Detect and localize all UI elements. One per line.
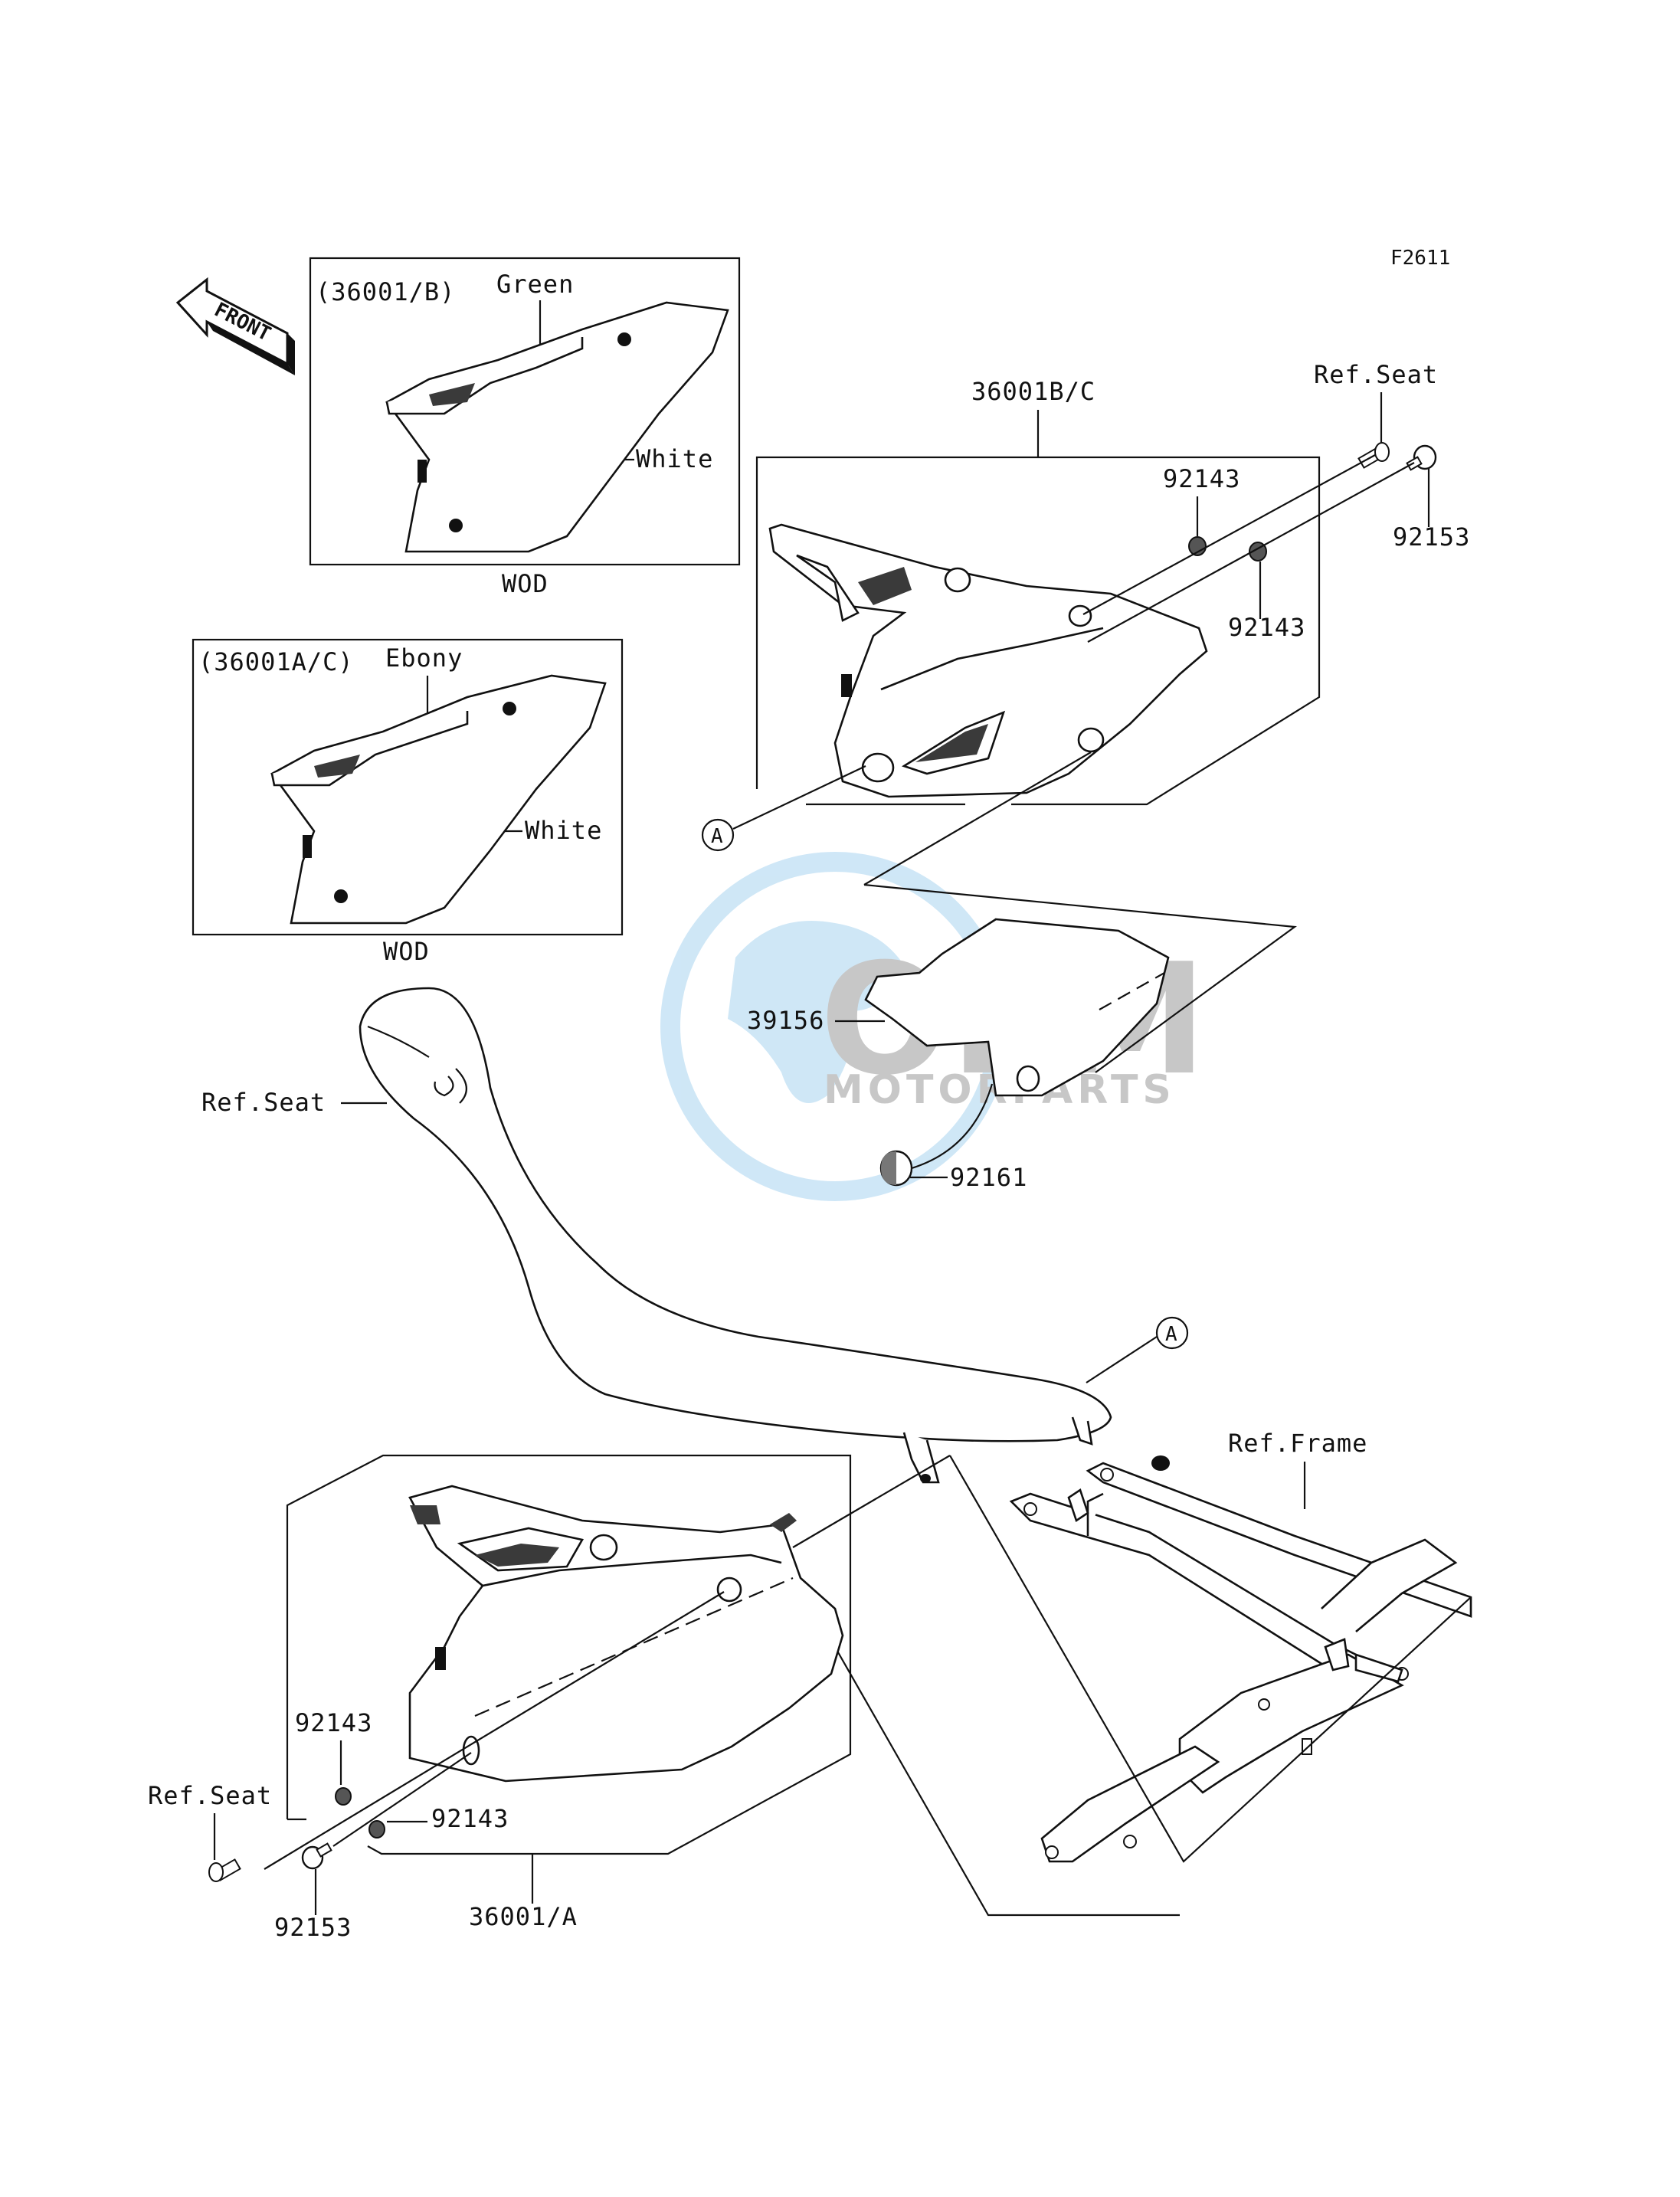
callout-ref-seat-mid: Ref.Seat	[201, 1088, 326, 1117]
callout-39156: 39156	[747, 1006, 824, 1035]
side-cover-bc-illustration	[768, 523, 1208, 798]
assembly-a-group: 92143 92143 Ref.Seat 92153 36001/A	[148, 1454, 1472, 1942]
assembly-bc-group: 36001B/C Re	[701, 360, 1470, 852]
callout-92143-d: 92143	[431, 1804, 509, 1833]
callout-ref-a-1: A	[711, 825, 723, 848]
screw-icon-bottom	[208, 1858, 241, 1882]
side-cover-a-lower-illustration	[408, 1485, 844, 1783]
bolt-icon-top	[1406, 444, 1437, 471]
side-cover-a-illustration	[270, 674, 607, 925]
inset-b-color-top: Green	[496, 270, 574, 299]
inset-b-code: (36001/B)	[316, 277, 455, 306]
callout-ref-frame: Ref.Frame	[1228, 1429, 1367, 1458]
frame-illustration: Ref.Frame	[1009, 1429, 1472, 1863]
callout-92143-c: 92143	[295, 1708, 372, 1737]
callout-92153-top: 92153	[1393, 522, 1470, 552]
front-arrow-icon: FRONT	[175, 277, 295, 375]
inset-36001-b: (36001/B) Green White WOD	[309, 257, 741, 598]
callout-92153-bottom: 92153	[274, 1913, 352, 1942]
seat-illustration: Ref.Seat A	[201, 987, 1189, 1484]
inset-a-variant: WOD	[383, 937, 430, 966]
inset-b-color-body: White	[636, 444, 713, 473]
inset-b-variant: WOD	[502, 569, 549, 598]
callout-ref-seat-bottom: Ref.Seat	[148, 1781, 272, 1810]
figure-id: F2611	[1390, 247, 1450, 270]
callout-ref-seat-top: Ref.Seat	[1314, 360, 1438, 389]
callout-92161: 92161	[950, 1163, 1027, 1192]
callout-92143-a: 92143	[1163, 464, 1240, 493]
callout-92143-b: 92143	[1228, 613, 1305, 642]
inset-a-color-body: White	[525, 816, 602, 845]
grommet-icon	[879, 1150, 913, 1187]
pad-group: 39156 92161	[747, 751, 1297, 1192]
callout-36001bc: 36001B/C	[971, 377, 1095, 406]
callout-ref-a-2: A	[1165, 1323, 1177, 1346]
callout-36001a: 36001/A	[469, 1902, 578, 1931]
inset-36001a-c: (36001A/C) Ebony White WOD	[192, 638, 624, 966]
inset-a-color-top: Ebony	[385, 643, 463, 673]
bolt-icon-bottom	[301, 1842, 332, 1870]
inset-a-code: (36001A/C)	[198, 647, 354, 676]
side-cover-b-illustration	[385, 301, 729, 553]
